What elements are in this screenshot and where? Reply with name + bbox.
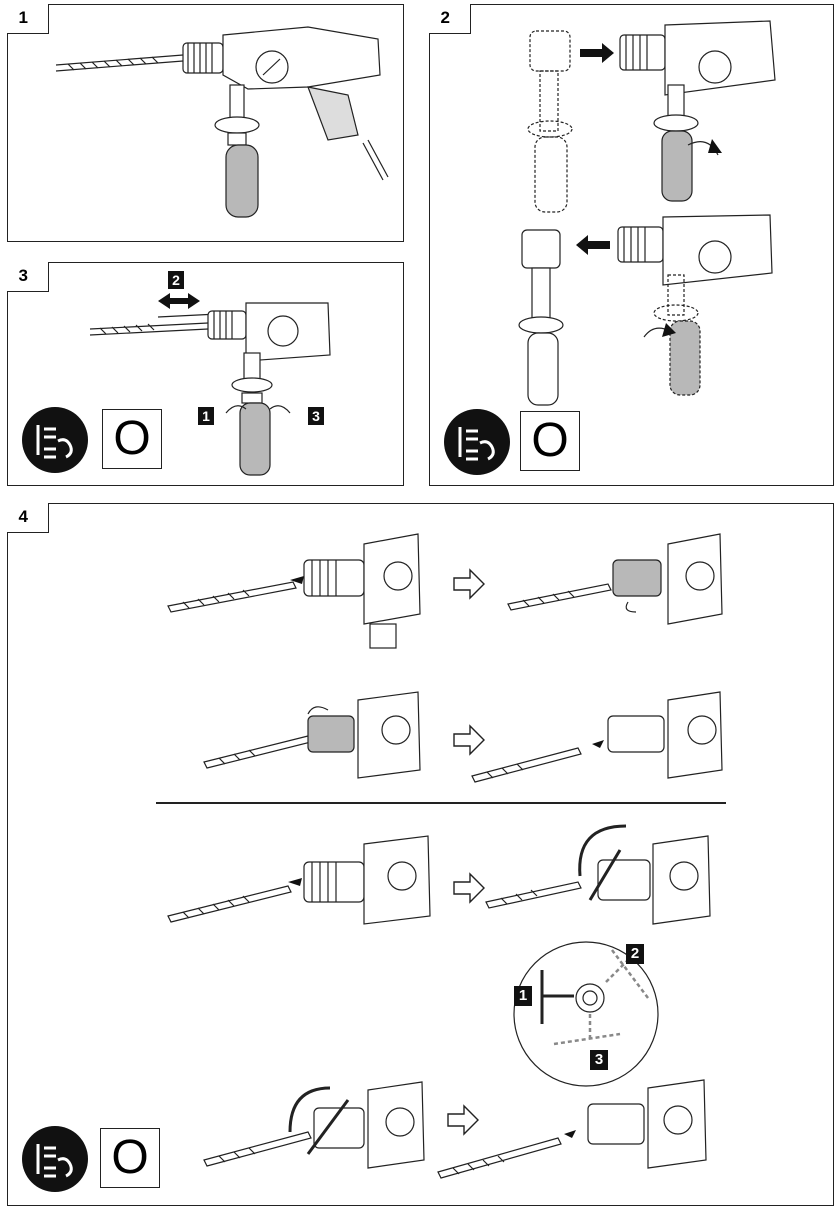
step-3-badge: 3 (308, 407, 324, 425)
figure-3-label: 3 (6, 261, 49, 292)
figure-2-label: 2 (428, 3, 471, 34)
section-divider (156, 802, 726, 804)
off-symbol-box: O (102, 409, 162, 469)
unplug-icon (444, 409, 510, 475)
figure-1-panel: 1 (6, 3, 404, 242)
drill-with-side-handle-illustration (55, 26, 389, 218)
step-2-badge: 2 (626, 944, 644, 964)
unplug-icon-glyph (36, 425, 73, 459)
figure-1-label: 1 (6, 3, 49, 34)
figure-4-panel: 4 (6, 502, 834, 1206)
depth-stop-adjustment-illustration (89, 293, 331, 476)
unplug-icon (22, 1126, 88, 1192)
step-2-badge: 2 (168, 271, 184, 289)
unplug-icon (22, 407, 88, 473)
unplug-icon-glyph (36, 1144, 73, 1178)
figure-2-panel: 2 (428, 3, 834, 486)
figure-4-label: 4 (6, 502, 49, 533)
step-3-badge: 3 (590, 1050, 608, 1070)
step-1-badge: 1 (198, 407, 214, 425)
off-symbol-box: O (520, 411, 580, 471)
step-1-badge: 1 (514, 986, 532, 1006)
off-symbol-box: O (100, 1128, 160, 1188)
figure-3-panel: 3 2 1 3 (6, 261, 404, 486)
unplug-icon-glyph (458, 427, 495, 461)
bit-insertion-removal-illustration (167, 533, 723, 1179)
handle-mounting-illustration (518, 20, 776, 406)
